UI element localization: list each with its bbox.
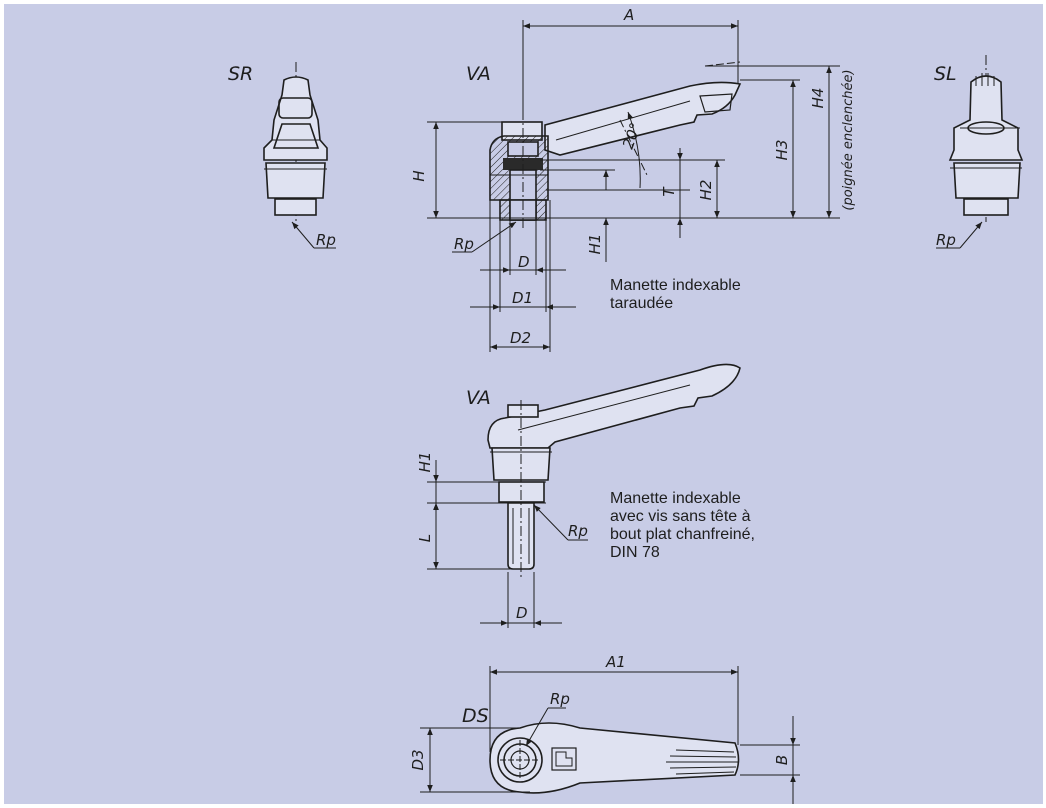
dim-h1-tapped: H1 (586, 234, 604, 255)
view-sl (936, 55, 1024, 249)
caption-screw-line-4: DIN 78 (610, 544, 660, 561)
dim-h4-note: (poignée enclenchée) (841, 69, 856, 210)
dim-h2: H2 (697, 180, 715, 201)
dim-rp-screw: Rp (568, 522, 588, 540)
dim-a: A (623, 6, 634, 24)
view-label-sr: SR (228, 63, 253, 85)
dim-d1: D1 (512, 289, 533, 307)
view-label-sl: SL (934, 63, 957, 85)
view-sr (263, 62, 336, 249)
dim-a1: A1 (605, 653, 626, 671)
dim-t: T (660, 186, 678, 197)
dim-d3: D3 (409, 749, 427, 770)
view-va-tapped (427, 20, 840, 352)
dim-h: H (410, 170, 428, 181)
view-va-screw (427, 363, 741, 628)
dim-h4: H4 (809, 88, 827, 109)
dim-b: B (773, 755, 791, 765)
caption-tapped: Manette indexable taraudée (610, 277, 741, 313)
caption-screw-line-2: avec vis sans tête à (610, 508, 751, 525)
view-ds (420, 666, 800, 804)
dim-d2: D2 (510, 329, 531, 347)
dim-d-tapped: D (518, 253, 530, 271)
caption-screw-line-3: bout plat chanfreiné, (610, 526, 755, 543)
dim-l: L (416, 534, 434, 542)
caption-screw: Manette indexable avec vis sans tête à b… (610, 490, 755, 562)
caption-tapped-line-2: taraudée (610, 295, 674, 312)
caption-tapped-line-1: Manette indexable (610, 277, 741, 294)
dim-rp-sl: Rp (936, 231, 956, 249)
dim-rp-tapped: Rp (454, 235, 474, 253)
dim-h3: H3 (773, 140, 791, 161)
view-label-ds: DS (462, 705, 489, 727)
caption-screw-line-1: Manette indexable (610, 490, 741, 507)
view-label-va-tapped: VA (466, 63, 491, 85)
dim-d-screw: D (516, 604, 528, 622)
view-label-va-screw: VA (466, 387, 491, 409)
dim-h1-screw: H1 (416, 452, 434, 473)
dim-rp-sr: Rp (316, 231, 336, 249)
dim-rp-ds: Rp (550, 690, 570, 708)
